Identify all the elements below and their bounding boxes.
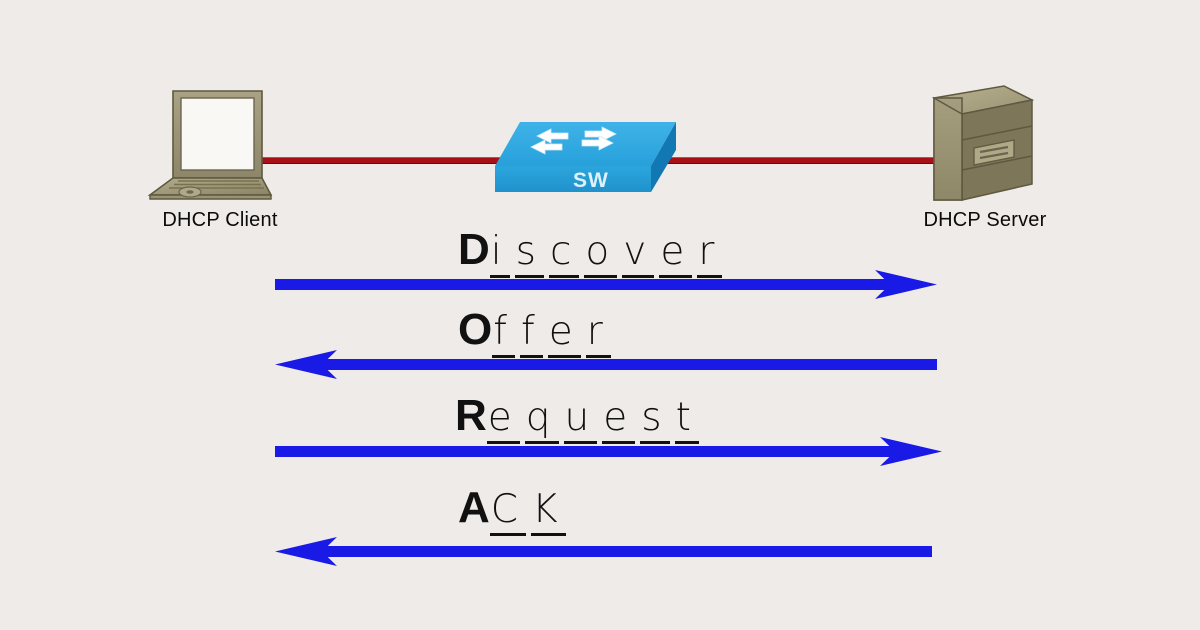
dhcp-client-label: DHCP Client xyxy=(162,209,278,231)
laptop-svg xyxy=(147,90,273,200)
red-cable-left xyxy=(258,157,503,164)
flow-initial-discover: D xyxy=(458,225,490,274)
flow-arrow-offer xyxy=(275,350,937,379)
cable-core xyxy=(258,157,503,164)
cable-core xyxy=(658,157,938,164)
laptop-icon xyxy=(128,82,278,202)
flow-arrow-discover xyxy=(275,270,937,299)
flow-initial-request: R xyxy=(455,391,487,440)
switch-svg: SW xyxy=(495,122,676,192)
switch-label: SW xyxy=(573,169,609,192)
flow-arrow-request xyxy=(275,437,942,466)
server-icon xyxy=(922,78,1047,208)
flow-initial-offer: O xyxy=(458,305,493,354)
flow-initial-ack: A xyxy=(458,483,490,532)
server-svg xyxy=(931,85,1035,201)
switch-icon: SW xyxy=(490,108,690,203)
red-cable-right xyxy=(658,157,938,164)
dhcp-server-label: DHCP Server xyxy=(923,209,1047,231)
flow-arrow-ack xyxy=(275,537,932,566)
